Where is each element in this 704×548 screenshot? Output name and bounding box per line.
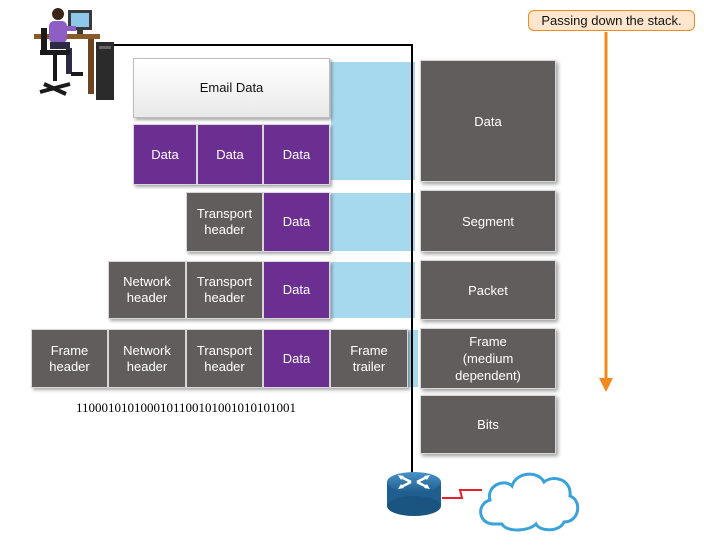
pdu-label-bits: Bits: [420, 395, 556, 454]
user-at-computer-icon: [34, 8, 114, 100]
network-cloud-icon: [479, 472, 580, 532]
callout-passing-down: Passing down the stack.: [528, 10, 695, 31]
frame-network-header: Network header: [108, 329, 186, 388]
email-data-block: Email Data: [133, 58, 330, 118]
segment-data: Data: [263, 192, 330, 252]
pdu-label-data: Data: [420, 60, 556, 182]
data-chunk: Data: [133, 124, 197, 185]
packet-data: Data: [263, 261, 330, 319]
bit-stream: 1100010101000101100101001010101001: [76, 400, 297, 415]
down-arrow-icon: [599, 32, 613, 392]
layer-band-packet: [331, 262, 415, 318]
frame-trailer: Frame trailer: [330, 329, 408, 388]
segment-transport-header: Transport header: [186, 192, 263, 252]
pdu-label-segment: Segment: [420, 190, 556, 252]
packet-transport-header: Transport header: [186, 261, 263, 319]
layer-band-segment: [331, 193, 415, 251]
serial-link-icon: [442, 489, 482, 499]
data-chunk: Data: [197, 124, 263, 185]
data-chunk: Data: [263, 124, 330, 185]
frame-transport-header: Transport header: [186, 329, 263, 388]
router-icon: [387, 472, 441, 516]
frame-data: Data: [263, 329, 330, 388]
frame-header: Frame header: [31, 329, 108, 388]
pdu-label-frame: Frame (medium dependent): [420, 328, 556, 389]
layer-band-data: [331, 62, 415, 180]
pdu-label-packet: Packet: [420, 260, 556, 320]
packet-network-header: Network header: [108, 261, 186, 319]
